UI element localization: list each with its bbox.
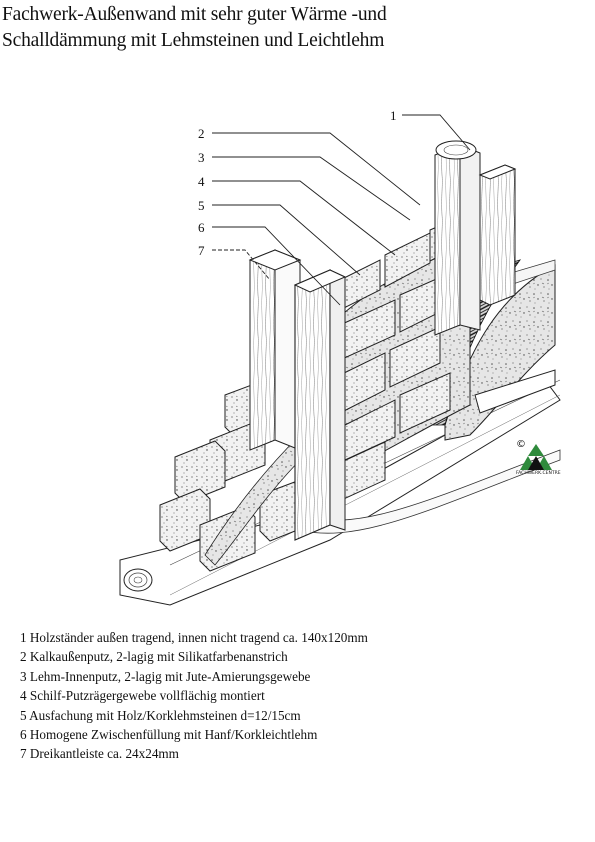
title-line-2: Schalldämmung mit Lehmsteinen und Leicht… bbox=[2, 30, 385, 51]
timber-post-middle bbox=[293, 269, 347, 541]
logo: © FACHWERK.CENTRE bbox=[516, 439, 561, 480]
callout-6: 6 bbox=[198, 220, 205, 235]
legend-item: 4 Schilf-Putzrägergewebe vollflächig mon… bbox=[20, 688, 265, 704]
callout-4: 4 bbox=[198, 174, 205, 189]
leader-3 bbox=[212, 156, 411, 221]
legend-item: 5 Ausfachung mit Holz/Korklehmsteinen d=… bbox=[20, 707, 301, 723]
legend-item: 7 Dreikantleiste ca. 24x24mm bbox=[20, 746, 179, 762]
callout-5: 5 bbox=[198, 198, 205, 213]
legend-item: 2 Kalkaußenputz, 2-lagig mit Silikatfarb… bbox=[20, 649, 288, 665]
leader-4 bbox=[212, 180, 396, 256]
timber-post-left bbox=[248, 249, 302, 451]
page-title: Fachwerk-Außenwand mit sehr guter Wärme … bbox=[2, 2, 592, 54]
callout-3: 3 bbox=[198, 150, 205, 165]
legend-item: 3 Lehm-Innenputz, 2-lagig mit Jute-Amier… bbox=[20, 668, 311, 684]
callout-7: 7 bbox=[198, 243, 205, 258]
callout-leaders bbox=[212, 114, 471, 306]
legend-item: 1 Holzständer außen tragend, innen nicht… bbox=[20, 630, 368, 645]
legend: 1 Holzständer außen tragend, innen nicht… bbox=[20, 628, 368, 764]
tree-triangle-logo-icon bbox=[520, 444, 552, 470]
leader-7 bbox=[212, 249, 271, 281]
timber-post-right bbox=[434, 140, 517, 336]
wall-construction-drawing: 1 2 3 4 5 6 7 bbox=[119, 108, 561, 606]
copyright-icon: © bbox=[516, 439, 526, 450]
callout-2: 2 bbox=[198, 126, 205, 141]
callout-1: 1 bbox=[390, 108, 397, 123]
callout-numbers: 1 2 3 4 5 6 7 bbox=[198, 108, 397, 258]
logo-label: FACHWERK.CENTRE bbox=[516, 471, 561, 476]
leader-1 bbox=[402, 114, 471, 151]
title-line-1: Fachwerk-Außenwand mit sehr guter Wärme … bbox=[2, 4, 387, 25]
leader-2 bbox=[212, 132, 421, 206]
exterior-plaster-edge bbox=[474, 369, 556, 414]
leader-6 bbox=[212, 226, 341, 306]
leader-5 bbox=[212, 204, 361, 276]
legend-item: 6 Homogene Zwischenfüllung mit Hanf/Kork… bbox=[20, 727, 318, 743]
